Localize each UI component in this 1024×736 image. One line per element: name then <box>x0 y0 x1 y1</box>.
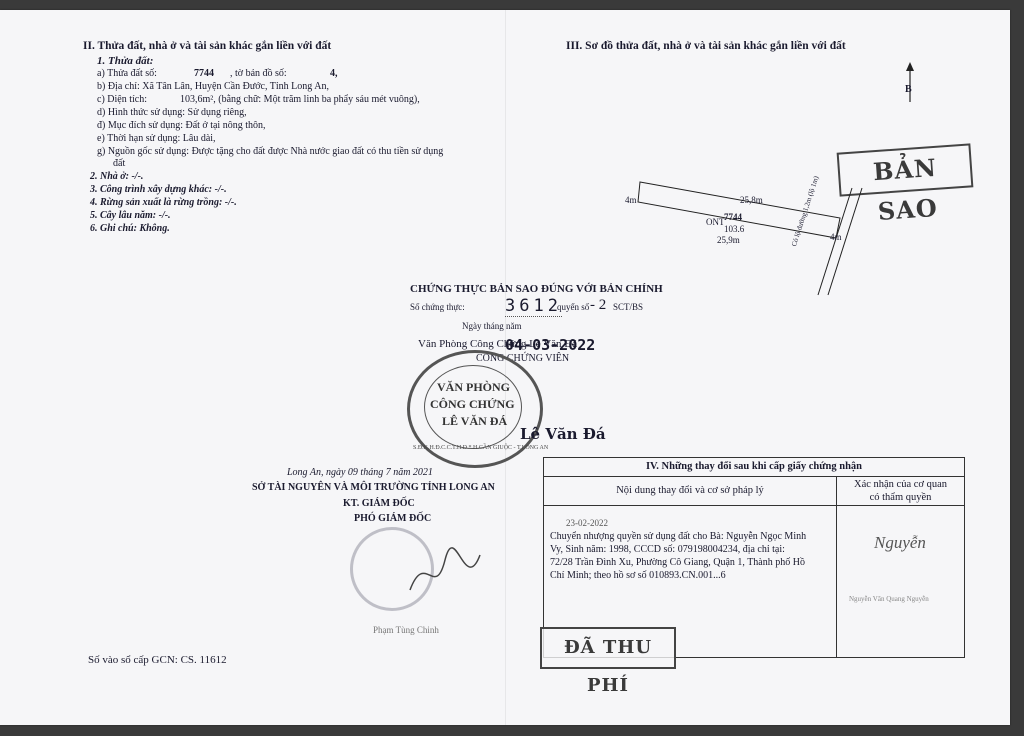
changes-col-confirm-2: có thẩm quyền <box>869 492 932 503</box>
length-bottom: 25,9m <box>717 235 740 245</box>
notary-seal <box>407 350 543 468</box>
notary-office: Văn Phòng Công Chứng Lê Văn Đá <box>418 338 578 350</box>
certify-book-label: quyển số <box>557 302 590 312</box>
certify-title: CHỨNG THỰC BẢN SAO ĐÚNG VỚI BẢN CHÍNH <box>410 283 663 295</box>
usage-term-line: e) Thời hạn sử dụng: Lâu dài, <box>97 133 216 144</box>
usage-form-line: d) Hình thức sử dụng: Sử dụng riêng, <box>97 107 247 118</box>
parcel-use: ONT <box>706 217 725 227</box>
notary-title: CÔNG CHỨNG VIÊN <box>476 353 570 364</box>
length-top: 25,8m <box>740 195 763 205</box>
note-item: 6. Ghi chú: Không. <box>90 223 170 234</box>
notary-seal-line-1: VĂN PHÒNG <box>437 380 510 394</box>
parcel-no-diagram: 7744 <box>724 212 742 222</box>
length-right: 4m <box>830 232 842 242</box>
department-name: SỞ TÀI NGUYÊN VÀ MÔI TRƯỜNG TỈNH LONG AN <box>252 482 495 493</box>
area-label: c) Diện tích: <box>97 94 147 105</box>
change-content-1: Chuyển nhượng quyền sử dụng đất cho Bà: … <box>550 531 807 542</box>
certify-sct: SCT/BS <box>613 302 644 312</box>
usage-purpose-line: đ) Mục đích sử dụng: Đất ở tại nông thôn… <box>97 120 266 131</box>
changes-header-row: Nội dung thay đổi và cơ sở pháp lý Xác n… <box>544 477 964 506</box>
notary-seal-line-3: LÊ VĂN ĐÁ <box>442 414 508 428</box>
changes-title-row: IV. Những thay đổi sau khi cấp giấy chứn… <box>544 458 964 477</box>
forest-item: 4. Rừng sản xuất là rừng trồng: -/-. <box>90 197 237 208</box>
change-date: 23-02-2022 <box>566 518 608 528</box>
register-number: Số vào sổ cấp GCN: CS. 11612 <box>88 654 227 666</box>
change-content-3: 72/28 Trần Đình Xu, Phường Cô Giang, Quậ… <box>550 557 805 568</box>
notary-seal-line-2: CÔNG CHỨNG <box>430 397 515 411</box>
map-sheet-label: , tờ bản đồ số: <box>230 68 287 79</box>
parcel-diagram <box>637 181 863 296</box>
map-sheet-value: 4, <box>330 68 338 79</box>
origin-line-1: g) Nguồn gốc sử dụng: Được tặng cho đất … <box>97 146 444 157</box>
confirm-signature: Nguyễn <box>874 533 926 552</box>
changes-col-content: Nội dung thay đổi và cơ sở pháp lý <box>616 485 764 496</box>
changes-col-divider <box>836 477 837 657</box>
changes-table: IV. Những thay đổi sau khi cấp giấy chứn… <box>543 457 965 658</box>
parcel-number-label: a) Thửa đất số: <box>97 68 157 79</box>
perennial-item: 5. Cây lâu năm: -/-. <box>90 210 171 221</box>
north-arrow-icon <box>906 62 914 102</box>
change-content-4: Chí Minh; theo hồ sơ số 010893.CN.001...… <box>550 570 726 581</box>
area-value: 103,6m², (bằng chữ: Một trăm linh ba phẩ… <box>180 94 420 105</box>
length-left: 4m <box>625 195 637 205</box>
change-content-2: Vy, Sinh năm: 1998, CCCD số: 07919800423… <box>550 544 785 555</box>
certify-number-label: Số chứng thực: <box>410 302 465 312</box>
department-signature <box>409 547 481 591</box>
department-signer: Phạm Tùng Chinh <box>373 625 439 635</box>
notary-signer: Lê Văn Đá <box>520 425 606 443</box>
changes-col-confirm-1: Xác nhận của cơ quan <box>853 479 947 490</box>
certify-book-number: - 2 <box>590 297 607 313</box>
section-2-title: II. Thửa đất, nhà ở và tài sản khác gắn … <box>83 40 332 52</box>
deputy-director: PHÓ GIÁM ĐỐC <box>354 513 432 524</box>
parcel-area-diagram: 103.6 <box>724 224 745 234</box>
address-line: b) Địa chỉ: Xã Tân Lân, Huyện Cần Đước, … <box>97 81 329 92</box>
issue-date-line: Long An, ngày 09 tháng 7 năm 2021 <box>287 467 433 478</box>
confirm-name: Nguyễn Văn Quang Nguyễn <box>849 595 929 603</box>
land-heading: 1. Thửa đất: <box>97 55 154 67</box>
certify-date: 04-03-2022 <box>505 336 596 354</box>
fee-paid-stamp: ĐÃ THU PHÍ <box>540 627 676 696</box>
section-3-title: III. Sơ đồ thửa đất, nhà ở và tài sản kh… <box>566 40 846 52</box>
kt-director: KT. GIÁM ĐỐC <box>343 498 415 509</box>
construction-item: 3. Công trình xây dựng khác: -/-. <box>90 184 227 195</box>
origin-line-2: đất <box>113 158 126 169</box>
department-seal <box>350 527 434 611</box>
house-item: 2. Nhà ở: -/-. <box>90 171 144 182</box>
changes-title: IV. Những thay đổi sau khi cấp giấy chứn… <box>645 461 863 472</box>
north-label: B <box>905 84 912 95</box>
notary-seal-ring: S.Đ.K.H.Đ.C.C.T.H.D * H.CẦN GIUỘC - T.LO… <box>413 445 549 451</box>
certify-date-label: Ngày tháng năm <box>462 321 522 331</box>
parcel-number-value: 7744 <box>194 68 214 79</box>
certify-number: 3612 <box>505 296 562 317</box>
